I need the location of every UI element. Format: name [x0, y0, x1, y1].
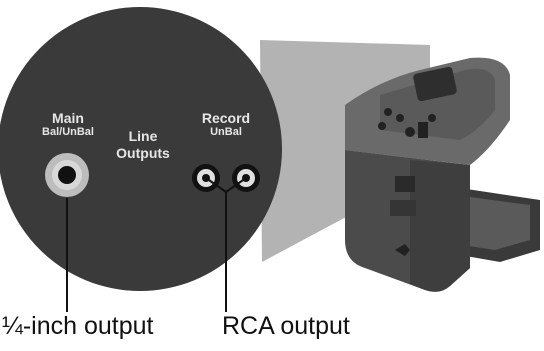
main-label: Main	[52, 110, 84, 126]
quarter-inch-output-caption: ¼-inch output	[2, 312, 154, 340]
speaker-device	[345, 57, 540, 292]
record-label: Record	[201, 110, 251, 126]
output-panel	[0, 7, 282, 291]
quarter-inch-jack[interactable]	[45, 153, 89, 197]
main-sub-label: Bal/UnBal	[42, 126, 94, 138]
callout-lines	[66, 177, 247, 312]
record-sub-label: UnBal	[210, 126, 242, 138]
line-outputs-label-2: Outputs	[116, 145, 170, 161]
rca-output-caption: RCA output	[222, 312, 350, 340]
line-outputs-label-1: Line	[128, 128, 158, 144]
